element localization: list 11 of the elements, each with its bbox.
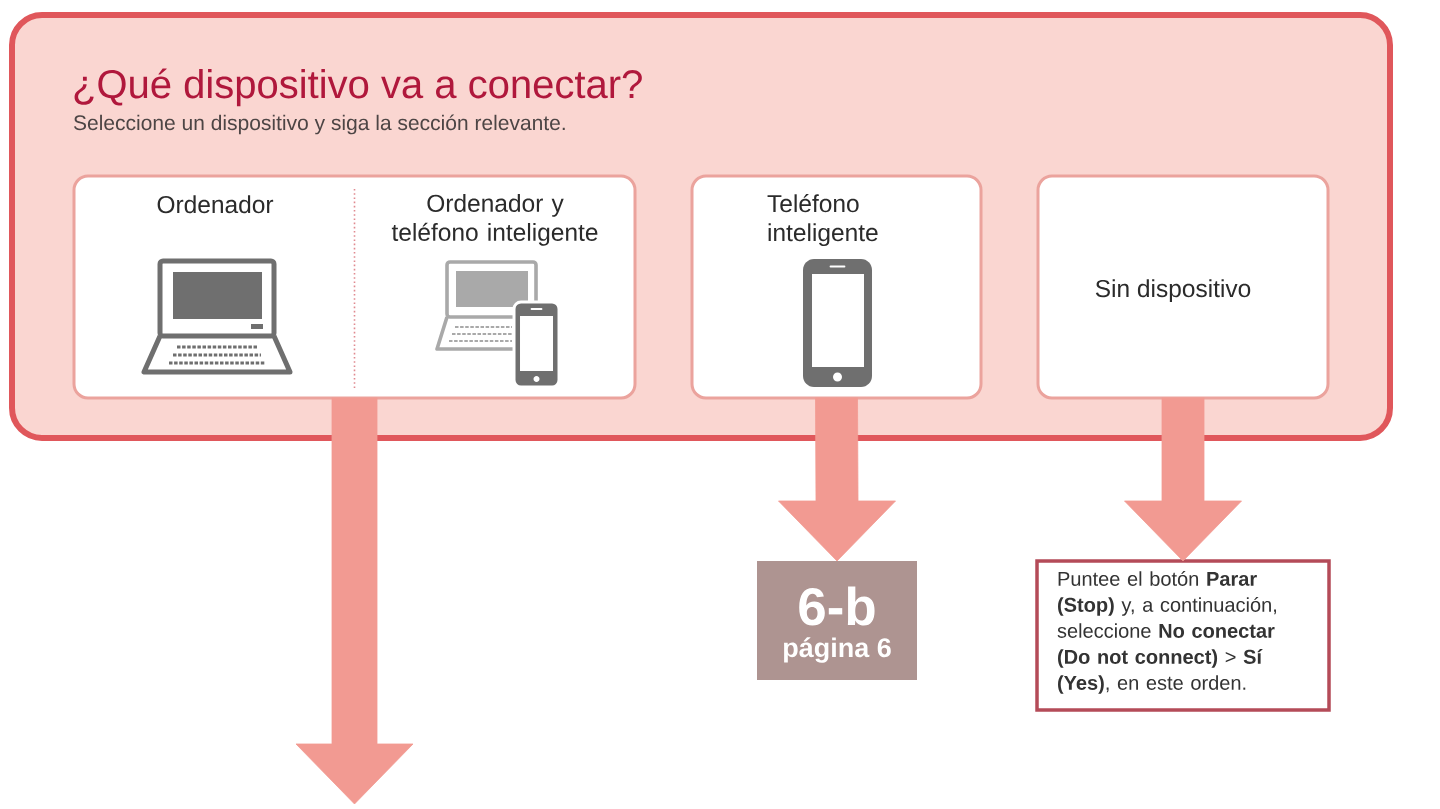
device-label: Ordenador y teléfono inteligente xyxy=(391,194,598,246)
arrow xyxy=(1124,397,1242,562)
subheading: Seleccione un dispositivo y siga la sección relevante. xyxy=(73,114,565,135)
device-label: Ordenador xyxy=(157,195,274,214)
heading: ¿Qué dispositivo va a conectar? xyxy=(74,68,642,107)
page-number: página 6 xyxy=(784,637,891,663)
arrow xyxy=(778,397,896,562)
device-card: Sin dispositivo xyxy=(1036,174,1330,400)
instruction-box: Puntee el botón Parar (Stop) y, a continuación, seleccione No conectar (Do not connect) > Sí (Yes), en este orden. xyxy=(1035,559,1331,712)
arrow xyxy=(295,397,414,805)
section-number: 6-b xyxy=(799,586,875,626)
